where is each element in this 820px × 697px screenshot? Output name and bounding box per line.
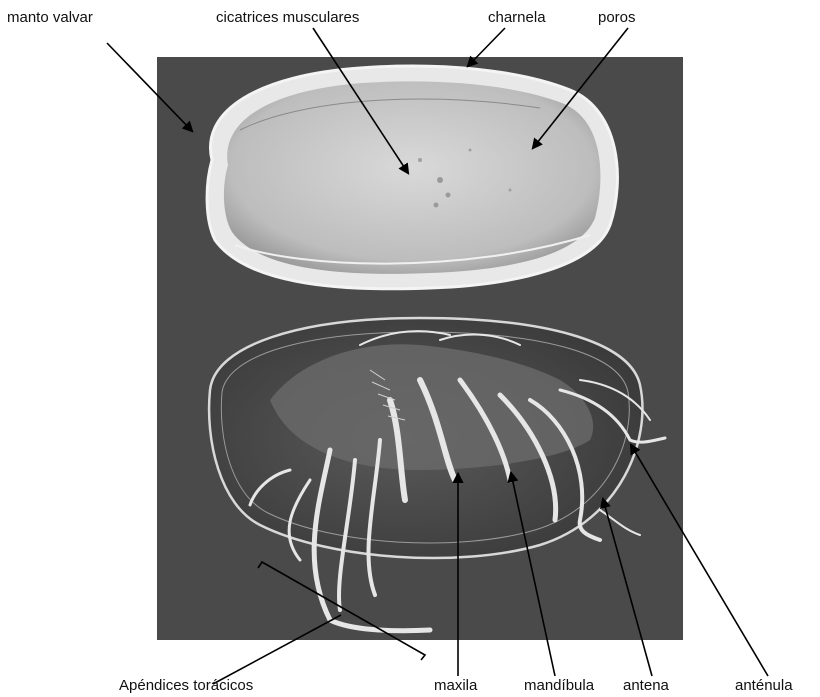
label-cicatrices-musculares: cicatrices musculares [216, 10, 359, 25]
label-apendices-toracicos: Apéndices torácicos [119, 678, 253, 693]
label-maxila: maxila [434, 678, 477, 693]
label-antena: antena [623, 678, 669, 693]
label-charnela: charnela [488, 10, 546, 25]
label-antenula: anténula [735, 678, 793, 693]
upper-valve [207, 66, 617, 289]
label-poros: poros [598, 10, 636, 25]
label-mandibula: mandíbula [524, 678, 594, 693]
label-manto-valvar: manto valvar [7, 10, 93, 25]
